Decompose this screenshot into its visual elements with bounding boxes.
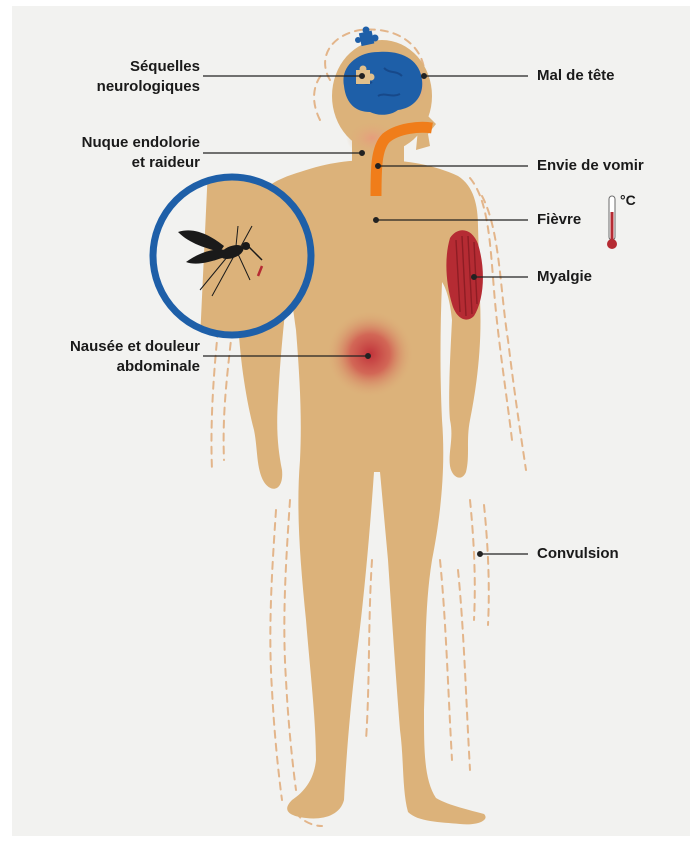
label-myalgie: Myalgie xyxy=(537,267,592,287)
label-nausee: Nausée et douleur abdominale xyxy=(20,337,200,377)
thermometer-icon xyxy=(607,196,617,249)
label-celsius: °C xyxy=(620,190,636,210)
label-envie-de-vomir: Envie de vomir xyxy=(537,156,644,176)
label-mal-de-tete: Mal de tête xyxy=(537,66,615,86)
label-nuque-endolorie: Nuque endolorie et raideur xyxy=(40,133,200,173)
brain-icon xyxy=(343,52,422,115)
label-convulsion: Convulsion xyxy=(537,544,619,564)
label-sequelles-neurologiques: Séquelles neurologiques xyxy=(60,57,200,97)
label-fievre: Fièvre xyxy=(537,210,581,230)
